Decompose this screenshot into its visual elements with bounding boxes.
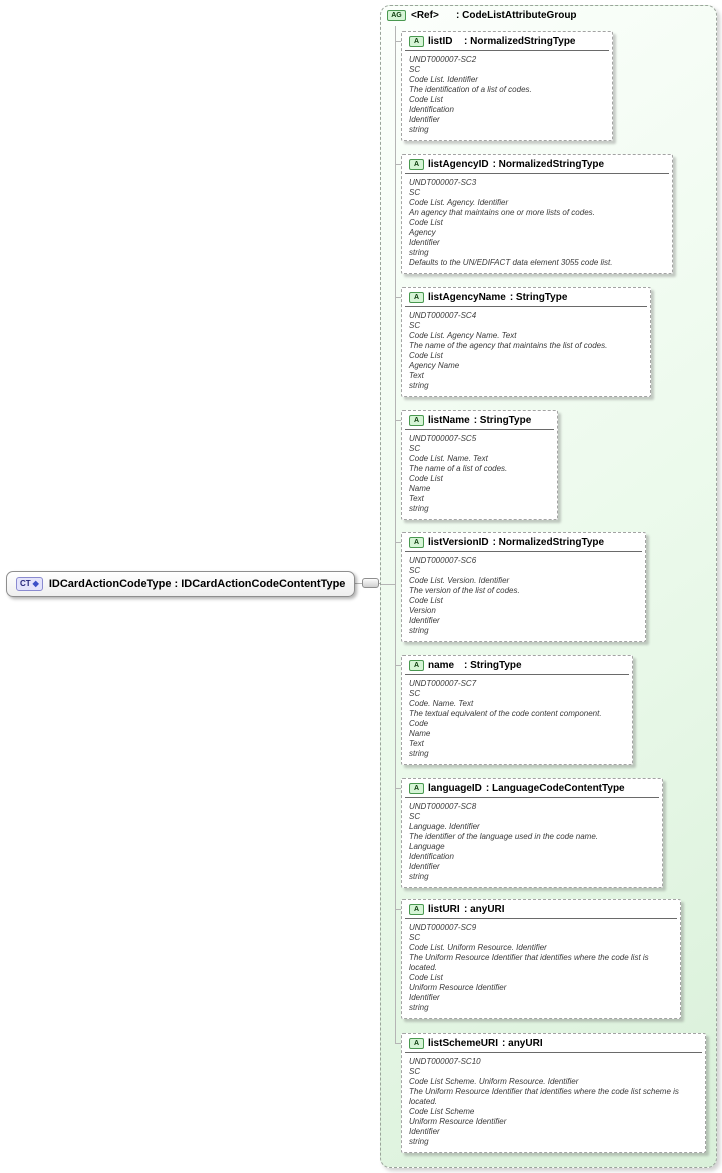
attribute-icon: A [409, 660, 424, 671]
attribute-name: listID [428, 36, 453, 47]
complex-type-icon: CT ◆ [16, 577, 43, 591]
attribute-node-listSchemeURI[interactable]: A listSchemeURI : anyURI UNDT000007-SC10… [401, 1033, 706, 1153]
spine-line [395, 26, 396, 1043]
stub-line [395, 1043, 402, 1044]
attribute-icon: A [409, 537, 424, 548]
attribute-node-listVersionID[interactable]: A listVersionID : NormalizedStringType U… [401, 532, 646, 642]
attribute-name: name [428, 660, 455, 671]
attribute-node-listAgencyID[interactable]: A listAgencyID : NormalizedStringType UN… [401, 154, 673, 274]
attribute-header: A listURI : anyURI [402, 900, 680, 918]
attribute-header: A listVersionID : NormalizedStringType [402, 533, 645, 551]
attribute-node-languageID[interactable]: A languageID : LanguageCodeContentType U… [401, 778, 663, 888]
complex-type-icon-label: CT [20, 579, 31, 588]
stub-line [395, 41, 402, 42]
attribute-doc: UNDT000007-SC8 SC Language. Identifier T… [409, 802, 599, 881]
stub-line [395, 909, 402, 910]
attribute-header: A listSchemeURI : anyURI [402, 1034, 705, 1052]
attribute-icon: A [409, 36, 424, 47]
attribute-header: A name : StringType [402, 656, 632, 674]
complex-type-diamond-icon: ◆ [32, 579, 39, 588]
attribute-icon: A [409, 415, 424, 426]
ref-label: <Ref> [411, 10, 439, 21]
stub-line [395, 665, 402, 666]
attribute-type: : NormalizedStringType [464, 36, 576, 47]
attribute-type: : anyURI [464, 904, 505, 915]
attribute-node-listURI[interactable]: A listURI : anyURI UNDT000007-SC9 SC Cod… [401, 899, 681, 1019]
attribute-doc: UNDT000007-SC10 SC Code List Scheme. Uni… [409, 1057, 679, 1146]
attribute-type: : NormalizedStringType [492, 537, 605, 548]
attribute-group-title: : CodeListAttributeGroup [456, 10, 577, 21]
header-separator [405, 173, 669, 174]
attribute-name: listAgencyID [428, 159, 489, 170]
stub-line [395, 297, 402, 298]
header-separator [405, 50, 609, 51]
stub-line [395, 542, 402, 543]
attribute-type: : StringType [509, 292, 568, 303]
attribute-header: A listName : StringType [402, 411, 557, 429]
attribute-group-icon: AG [387, 10, 406, 21]
attribute-node-listAgencyName[interactable]: A listAgencyName : StringType UNDT000007… [401, 287, 651, 397]
attribute-node-listID[interactable]: A listID : NormalizedStringType UNDT0000… [401, 31, 613, 141]
attribute-type: : StringType [464, 660, 522, 671]
attribute-node-name[interactable]: A name : StringType UNDT000007-SC7 SC Co… [401, 655, 633, 765]
stub-line [395, 788, 402, 789]
attribute-icon: A [409, 159, 424, 170]
connector-junction-box [362, 578, 379, 588]
attribute-doc: UNDT000007-SC4 SC Code List. Agency Name… [409, 311, 608, 390]
root-node-label: IDCardActionCodeType : IDCardActionCodeC… [48, 578, 346, 590]
attribute-type: : NormalizedStringType [492, 159, 605, 170]
attribute-type: : StringType [473, 415, 532, 426]
attribute-name: languageID [428, 783, 482, 794]
header-separator [405, 918, 677, 919]
attribute-name: listURI [428, 904, 460, 915]
attribute-doc: UNDT000007-SC9 SC Code List. Uniform Res… [409, 923, 649, 1012]
attribute-type: : LanguageCodeContentType [485, 783, 625, 794]
attribute-name: listSchemeURI [428, 1038, 499, 1049]
attribute-icon: A [409, 292, 424, 303]
stub-line [395, 420, 402, 421]
attribute-doc: UNDT000007-SC7 SC Code. Name. Text The t… [409, 679, 602, 758]
attribute-header: A languageID : LanguageCodeContentType [402, 779, 662, 797]
attribute-doc: UNDT000007-SC2 SC Code List. Identifier … [409, 55, 532, 134]
attribute-icon: A [409, 1038, 424, 1049]
connector-line [340, 583, 382, 584]
attribute-header: A listAgencyName : StringType [402, 288, 650, 306]
attribute-doc: UNDT000007-SC6 SC Code List. Version. Id… [409, 556, 520, 635]
attribute-type: : anyURI [502, 1038, 543, 1049]
root-node[interactable]: CT ◆ IDCardActionCodeType : IDCardAction… [6, 571, 356, 597]
attribute-header: A listID : NormalizedStringType [402, 32, 612, 50]
header-separator [405, 429, 554, 430]
header-separator [405, 551, 642, 552]
attribute-header: A listAgencyID : NormalizedStringType [402, 155, 672, 173]
header-separator [405, 674, 629, 675]
attribute-doc: UNDT000007-SC5 SC Code List. Name. Text … [409, 434, 508, 513]
attribute-icon: A [409, 904, 424, 915]
attribute-name: listVersionID [428, 537, 489, 548]
attribute-group-panel[interactable]: AG <Ref> : CodeListAttributeGroup A list… [380, 5, 717, 1168]
header-separator [405, 1052, 702, 1053]
attribute-name: listName [428, 415, 470, 426]
connector-line [381, 584, 395, 585]
attribute-node-listName[interactable]: A listName : StringType UNDT000007-SC5 S… [401, 410, 558, 520]
header-separator [405, 306, 647, 307]
attribute-group-header: AG <Ref> : CodeListAttributeGroup [387, 10, 577, 21]
stub-line [395, 164, 402, 165]
header-separator [405, 797, 659, 798]
attribute-icon: A [409, 783, 424, 794]
attribute-doc: UNDT000007-SC3 SC Code List. Agency. Ide… [409, 178, 613, 267]
attribute-name: listAgencyName [428, 292, 506, 303]
